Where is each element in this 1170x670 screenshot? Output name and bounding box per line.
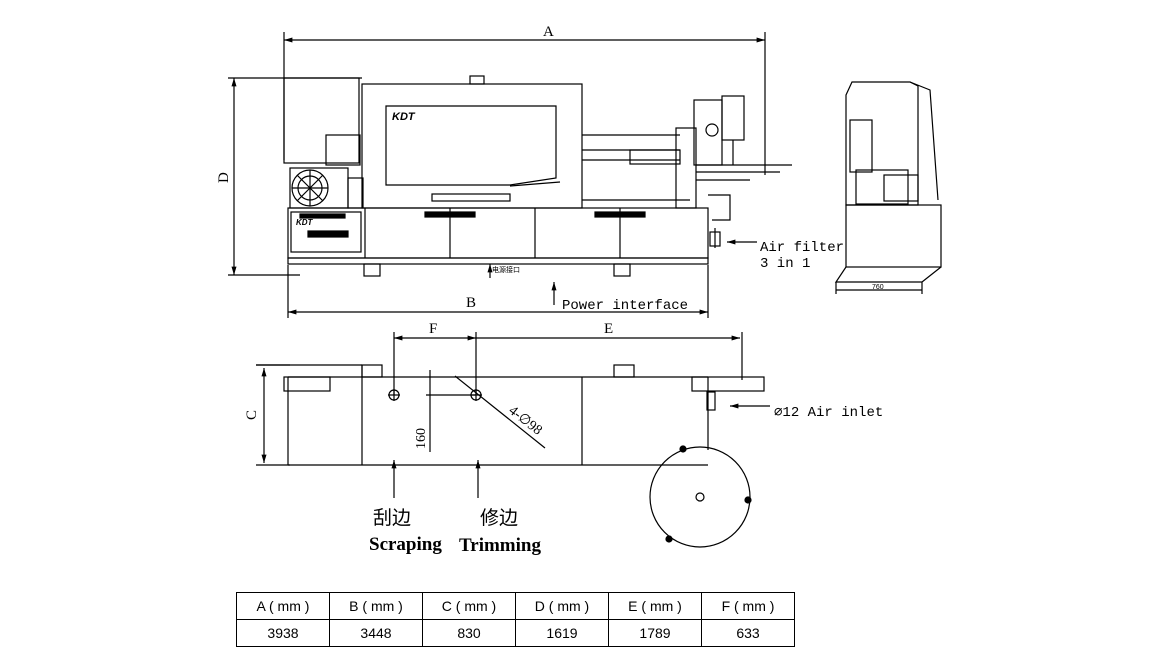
side-width-label: 760 — [872, 284, 884, 291]
table-cell: 3938 — [236, 619, 330, 647]
brand-logo-text: KDT — [392, 111, 416, 123]
dim-d-label: D — [216, 172, 232, 183]
dimension-table: A ( mm ) B ( mm ) C ( mm ) D ( mm ) E ( … — [236, 592, 795, 647]
table-cell: 3448 — [329, 619, 423, 647]
dim-e-label: E — [604, 321, 613, 337]
dim-b-label: B — [466, 295, 476, 311]
front-view — [228, 32, 792, 318]
air-inlet-label: ∅12 Air inlet — [774, 405, 883, 421]
scraping-en-label: Scraping — [369, 534, 442, 555]
table-cell: 1619 — [515, 619, 609, 647]
table-header-cell: E ( mm ) — [608, 592, 702, 620]
table-header-row: A ( mm ) B ( mm ) C ( mm ) D ( mm ) E ( … — [236, 592, 795, 620]
dim-c-label: C — [244, 410, 260, 420]
table-cell: 830 — [422, 619, 516, 647]
table-cell: 633 — [701, 619, 795, 647]
dim-f-label: F — [429, 321, 437, 337]
table-header-cell: D ( mm ) — [515, 592, 609, 620]
dim-160-label: 160 — [414, 428, 429, 449]
trimming-en-label: Trimming — [459, 535, 541, 556]
table-header-cell: C ( mm ) — [422, 592, 516, 620]
air-filter-label: Air filter — [760, 240, 844, 256]
power-interface-label: Power interface — [562, 298, 688, 314]
table-header-cell: B ( mm ) — [329, 592, 423, 620]
table-row: 3938 3448 830 1619 1789 633 — [236, 619, 795, 647]
power-interface-cn-label: 电源接口 — [492, 265, 520, 274]
table-cell: 1789 — [608, 619, 702, 647]
side-view — [834, 81, 942, 294]
table-header-cell: A ( mm ) — [236, 592, 330, 620]
table-header-cell: F ( mm ) — [701, 592, 795, 620]
brand-logo-text-panel: KDT — [296, 218, 314, 227]
plan-view — [256, 332, 765, 548]
air-filter-sub-label: 3 in 1 — [760, 256, 810, 272]
dim-a-label: A — [543, 24, 554, 40]
scraping-cn-label: 刮边 — [373, 507, 411, 529]
trimming-cn-label: 修边 — [480, 507, 518, 529]
